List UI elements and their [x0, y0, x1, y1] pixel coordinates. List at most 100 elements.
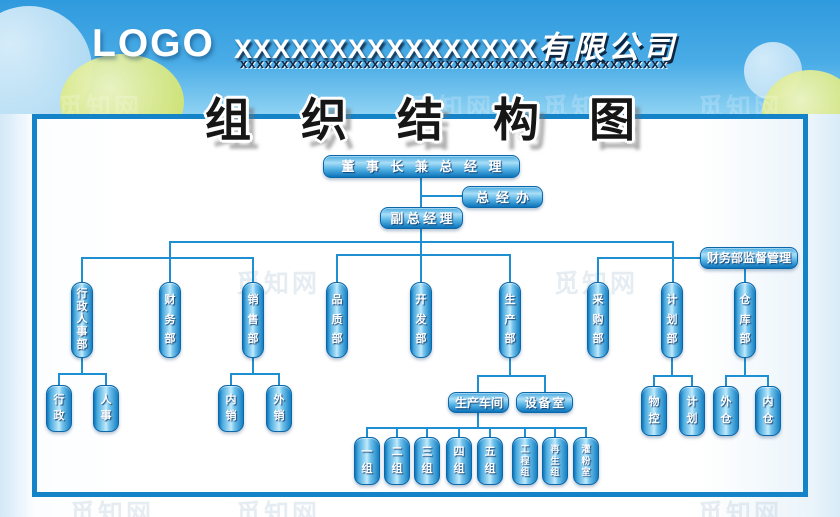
- connector-line: [169, 242, 171, 258]
- connector-line: [105, 374, 107, 385]
- connector-line: [489, 428, 491, 437]
- org-node-label-char: 室: [552, 395, 565, 410]
- org-node-label-char: 督: [755, 251, 768, 265]
- connector-line: [554, 428, 556, 437]
- org-node-label-char: 库: [739, 313, 751, 326]
- org-node-label-char: 间: [491, 395, 504, 410]
- org-node-label-char: 控: [648, 413, 660, 425]
- org-node-label-char: 经: [423, 210, 437, 226]
- org-node-label-char: 经: [495, 189, 509, 205]
- org-node-label-char: 部: [164, 332, 176, 345]
- org-node-label-char: 仓: [739, 294, 751, 307]
- org-node-label-char: 程: [520, 455, 530, 466]
- connector-line: [58, 374, 60, 385]
- org-node-label-char: 总: [475, 189, 489, 205]
- connector-line: [420, 255, 422, 282]
- org-node-label-char: 销: [247, 294, 259, 307]
- org-node-gm-office: 总经办: [462, 186, 543, 208]
- connector-line: [597, 258, 599, 282]
- connector-line: [420, 177, 422, 210]
- connector-line: [426, 428, 428, 437]
- org-node-label-char: 理: [439, 210, 453, 226]
- org-node-label-char: 组: [520, 467, 530, 478]
- connector-line: [396, 428, 398, 437]
- org-node-label-char: 部: [592, 332, 604, 345]
- org-node-equipment-room: 设备室: [516, 392, 573, 413]
- org-node-label-char: 经: [463, 159, 477, 174]
- connector-line: [230, 374, 232, 385]
- org-node-label-char: 部: [504, 332, 516, 345]
- org-node-label-char: 监: [743, 251, 756, 265]
- connector-line: [725, 375, 769, 377]
- connector-line: [744, 269, 746, 282]
- org-node-admin-hr-dept: 行政人事部: [71, 282, 93, 358]
- connector-line: [336, 255, 338, 282]
- connector-line: [671, 358, 673, 376]
- decor-x-line: xxxxxxxxxxxxxxxxxxxxxxxxxxxxxxxxxxxxxxxx…: [240, 56, 668, 71]
- connector-line: [458, 428, 460, 437]
- org-node-label-char: 办: [515, 189, 529, 205]
- org-node-label-char: 生: [550, 455, 560, 466]
- org-node-label-char: 车: [479, 395, 492, 410]
- org-node-deputy-gm: 副总经理: [380, 207, 463, 229]
- org-node-label-char: 生: [455, 395, 468, 410]
- org-node-label-char: 采: [592, 294, 604, 307]
- org-node-export-sales: 外销: [266, 385, 292, 432]
- org-node-label-char: 行: [76, 287, 88, 300]
- connector-line: [597, 257, 701, 259]
- connector-line: [278, 374, 280, 385]
- org-node-label-char: 部: [76, 339, 88, 352]
- org-node-chairman-gm: 董事长兼总经理: [323, 155, 520, 178]
- connector-line: [725, 376, 727, 386]
- org-node-warehouse-dept: 仓库部: [734, 282, 756, 358]
- org-node-label-char: 开: [415, 294, 427, 307]
- org-node-label-char: 计: [686, 396, 698, 408]
- connector-line: [524, 428, 526, 437]
- org-node-label-char: 财: [707, 251, 720, 265]
- org-node-label-char: 政: [53, 410, 65, 422]
- org-node-label-char: 室: [581, 467, 591, 478]
- org-node-label-char: 三: [421, 446, 433, 459]
- org-node-label-char: 长: [390, 159, 404, 174]
- org-node-label-char: 部: [331, 332, 343, 345]
- org-node-group-2: 二组: [384, 437, 410, 485]
- org-node-group-5: 五组: [477, 437, 503, 485]
- org-node-label-char: 仓: [762, 413, 774, 425]
- connector-line: [509, 358, 511, 376]
- org-node-label-char: 理: [488, 159, 502, 174]
- org-node-label-char: 生: [504, 294, 516, 307]
- connector-line: [58, 373, 107, 375]
- org-node-label-char: 组: [421, 462, 433, 475]
- connector-line: [744, 358, 746, 376]
- connector-line: [691, 376, 693, 386]
- connector-line: [509, 255, 511, 282]
- org-node-label-char: 购: [592, 313, 604, 326]
- org-node-label-char: 产: [467, 395, 480, 410]
- org-node-label-char: 总: [406, 210, 420, 226]
- org-node-label-char: 事: [76, 326, 88, 339]
- watermark-text: 觅知网: [698, 500, 783, 517]
- org-node-purchasing-dept: 采购部: [587, 282, 609, 358]
- connector-line: [169, 241, 674, 243]
- org-node-development-dept: 开发部: [410, 282, 432, 358]
- page-title: 组织结构图: [205, 94, 685, 146]
- org-node-label-char: 务: [719, 251, 732, 265]
- org-node-label-char: 外: [720, 396, 732, 408]
- org-node-sales-dept: 销售部: [242, 282, 264, 358]
- org-node-label-char: 一: [361, 446, 373, 459]
- org-node-label-char: 再: [550, 443, 560, 454]
- org-node-planning-section: 计划: [679, 386, 705, 436]
- connector-line: [336, 254, 511, 256]
- watermark-text: 觅知网: [236, 500, 321, 517]
- org-node-label-char: 计: [666, 294, 678, 307]
- org-node-label-char: 组: [484, 462, 496, 475]
- company-name: XXXXXXXXXXXXXXXX有限公司: [234, 22, 678, 67]
- org-node-external-warehouse: 外仓: [713, 386, 739, 436]
- org-node-label-char: 理: [779, 251, 792, 265]
- org-node-label-char: 二: [391, 446, 403, 459]
- org-node-label-char: 副: [390, 210, 404, 226]
- org-node-label-char: 工: [520, 443, 530, 454]
- org-node-production-workshop: 生产车间: [448, 392, 509, 413]
- org-node-label-char: 组: [361, 462, 373, 475]
